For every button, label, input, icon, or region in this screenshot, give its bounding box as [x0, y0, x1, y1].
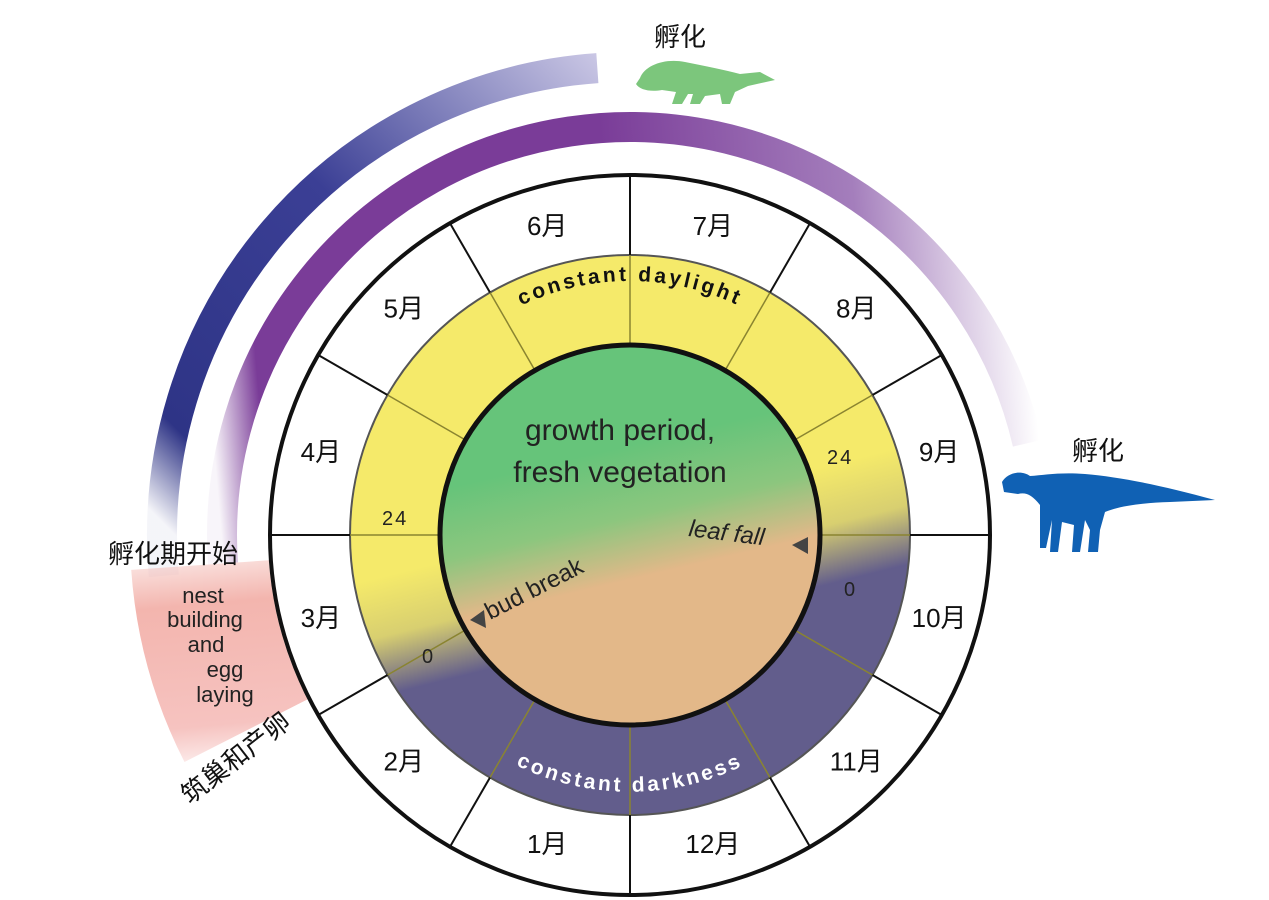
hours-0-right: 0	[844, 579, 857, 601]
month-divider	[449, 222, 491, 294]
month-dividers	[270, 175, 990, 895]
month-divider	[449, 776, 491, 848]
month-label: 2月	[383, 746, 423, 776]
hours-0-left: 0	[422, 646, 435, 668]
month-divider	[769, 222, 811, 294]
month-labels: 7月 8月 9月 10月 11月 12月 1月 2月 3月 4月 5月 6月	[301, 211, 967, 859]
hours-24-left: 24	[382, 508, 408, 530]
bud-break-marker-icon	[470, 610, 486, 628]
month-label: 10月	[912, 603, 967, 633]
vegetation-circle	[437, 342, 823, 728]
month-label: 7月	[693, 211, 733, 241]
hour-ring-divider	[724, 699, 771, 778]
nest-line: building	[167, 607, 243, 632]
growth-period-line1: growth period,	[525, 414, 715, 447]
hatching-label-right: 孵化	[1072, 437, 1124, 467]
blue-dinosaur-icon	[1002, 472, 1215, 552]
month-divider	[317, 354, 389, 396]
leaf-fall-marker-icon	[792, 537, 808, 554]
hour-ring-divider	[489, 292, 536, 371]
nest-line: nest	[182, 583, 224, 608]
incubation-arc-blue	[147, 53, 599, 578]
month-label: 1月	[527, 829, 567, 859]
hour-ring-divider	[489, 699, 536, 778]
month-label: 3月	[301, 603, 341, 633]
incubation-start-label: 孵化期开始	[108, 540, 238, 570]
month-label: 9月	[919, 437, 959, 467]
nest-line: egg	[207, 657, 244, 682]
month-label: 8月	[836, 294, 876, 324]
growth-period-line2: fresh vegetation	[513, 456, 726, 489]
hour-ring-divider	[794, 629, 873, 676]
month-divider	[769, 776, 811, 848]
hour-ring-divider	[794, 394, 873, 441]
nest-line: laying	[196, 682, 253, 707]
nest-building-text: nest building and egg laying	[167, 583, 254, 707]
incubation-arc-purple	[207, 112, 1043, 565]
hour-ring-divider	[387, 394, 466, 441]
hour-ring-divider	[387, 629, 466, 676]
hours-24-right: 24	[827, 447, 853, 469]
month-label: 6月	[527, 211, 567, 241]
month-divider	[871, 674, 943, 716]
nest-line: and	[188, 632, 225, 657]
month-divider	[317, 674, 389, 716]
month-divider	[871, 354, 943, 396]
nest-building-band	[131, 560, 308, 762]
hatching-label-top: 孵化	[654, 23, 706, 53]
month-label: 5月	[383, 294, 423, 324]
month-label: 11月	[830, 746, 883, 776]
month-label: 4月	[301, 437, 341, 467]
green-dinosaur-icon	[636, 60, 775, 104]
month-label: 12月	[685, 829, 740, 859]
hour-ring-divider	[724, 292, 771, 371]
